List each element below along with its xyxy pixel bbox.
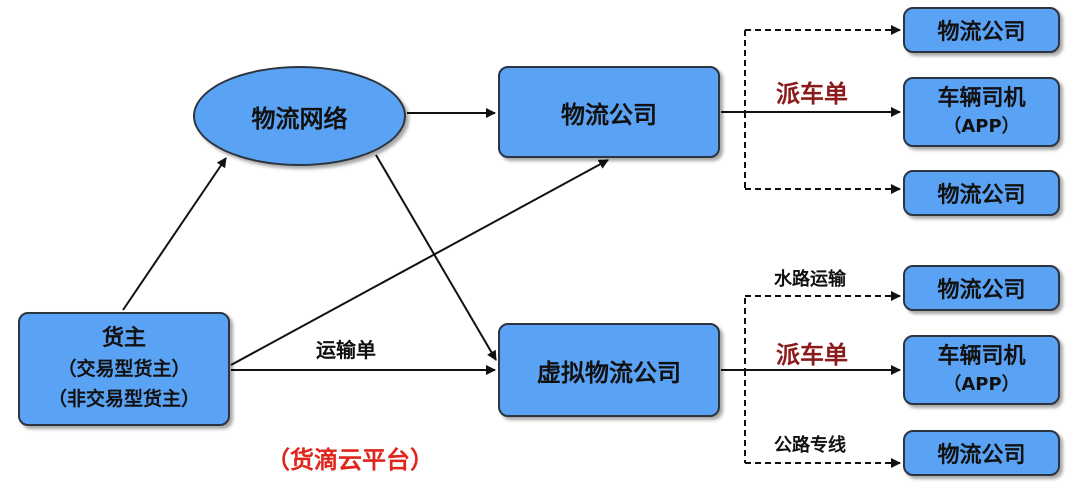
node-bottom-right-company-2-label: 物流公司 bbox=[937, 443, 1026, 468]
node-top-right-company-1: 物流公司 bbox=[903, 7, 1060, 53]
node-bottom-right-driver-title: 车辆司机 bbox=[937, 344, 1026, 369]
node-top-right-driver: 车辆司机 （APP） bbox=[903, 77, 1060, 147]
edge-network-to-virtual-company bbox=[375, 154, 497, 361]
node-shipper-line2: （交易型货主） bbox=[57, 358, 191, 380]
node-top-right-driver-title: 车辆司机 bbox=[937, 86, 1026, 111]
node-top-right-company-1-label: 物流公司 bbox=[937, 20, 1026, 45]
node-top-right-company-2-label: 物流公司 bbox=[937, 183, 1026, 208]
node-bottom-right-company-2: 物流公司 bbox=[903, 430, 1060, 476]
edge-shipper-to-network bbox=[122, 157, 227, 311]
node-bottom-right-company-1-label: 物流公司 bbox=[937, 278, 1026, 303]
node-virtual-logistics-company: 虚拟物流公司 bbox=[498, 323, 720, 417]
node-bottom-right-driver-subtitle: （APP） bbox=[943, 374, 1020, 395]
node-top-right-company-2: 物流公司 bbox=[903, 170, 1060, 216]
node-shipper-title: 货主 bbox=[101, 326, 146, 351]
node-bottom-right-driver: 车辆司机 （APP） bbox=[903, 335, 1060, 405]
label-dispatch-order-top: 派车单 bbox=[776, 80, 848, 108]
label-water-transport: 水路运输 bbox=[774, 269, 846, 290]
node-virtual-logistics-company-label: 虚拟物流公司 bbox=[537, 358, 681, 387]
node-bottom-right-company-1: 物流公司 bbox=[903, 265, 1060, 311]
label-platform-name: （货滴云平台） bbox=[266, 446, 434, 474]
edge-virtual-dashed-branch bbox=[721, 296, 746, 463]
node-logistics-network: 物流网络 bbox=[193, 66, 406, 166]
label-highway-dedicated-line: 公路专线 bbox=[774, 435, 846, 456]
edge-company-dashed-branch bbox=[721, 30, 746, 189]
edge-shipper-to-company bbox=[230, 159, 609, 366]
label-dispatch-order-bottom: 派车单 bbox=[776, 341, 848, 369]
label-transport-order: 运输单 bbox=[316, 338, 376, 362]
node-logistics-company: 物流公司 bbox=[498, 66, 720, 158]
node-logistics-network-label: 物流网络 bbox=[251, 104, 348, 133]
node-logistics-company-label: 物流公司 bbox=[561, 100, 657, 129]
node-shipper-line3: （非交易型货主） bbox=[47, 388, 200, 410]
node-top-right-driver-subtitle: （APP） bbox=[943, 116, 1020, 137]
node-shipper: 货主 （交易型货主） （非交易型货主） bbox=[18, 312, 230, 426]
